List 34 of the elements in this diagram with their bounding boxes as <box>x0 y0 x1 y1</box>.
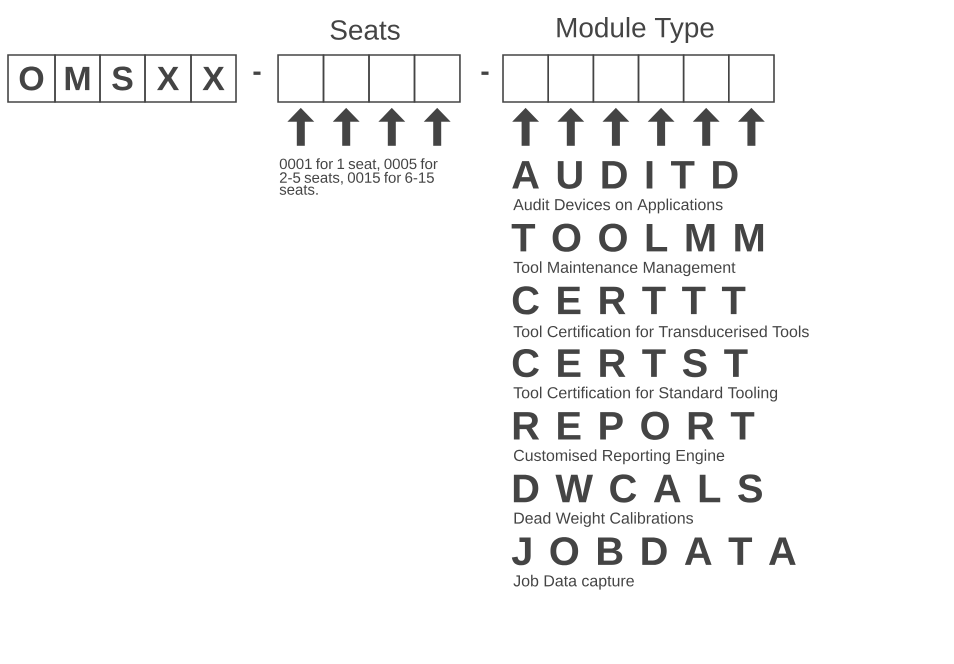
empty-box <box>368 54 416 103</box>
letter-box: S <box>99 54 146 103</box>
module-code: J O B D A T A <box>512 537 796 566</box>
letter-box: M <box>54 54 101 103</box>
heading: Module Type <box>557 17 714 43</box>
empty-box <box>547 54 594 103</box>
module-description: Customised Reporting Engine <box>514 449 724 464</box>
heading: Seats <box>330 20 400 40</box>
module-description: Audit Devices on Applications <box>513 198 723 214</box>
module-description: Job Data capture <box>513 574 634 590</box>
empty-box <box>502 54 549 103</box>
module-code: D W C A L S <box>514 474 762 503</box>
empty-box <box>728 54 775 103</box>
letter-box: X <box>144 54 192 103</box>
separator-dash: - <box>253 72 261 75</box>
module-code: T O O L M M <box>512 224 764 252</box>
separator-dash: - <box>481 72 489 75</box>
module-code: C E R T T T <box>512 286 746 314</box>
empty-box <box>638 54 684 103</box>
letter-box: O <box>7 54 56 103</box>
note: 0001 for 1 seat, 0005 for 2-5 seats, 0015 for 6-15 seats. <box>280 158 438 195</box>
module-code: C E R T S T <box>512 348 748 378</box>
empty-box <box>414 54 461 103</box>
module-code: R E P O R T <box>514 412 754 440</box>
module-description: Tool Certification for Standard Tooling <box>514 386 778 402</box>
module-description: Dead Weight Calibrations <box>514 512 694 527</box>
empty-box <box>682 54 730 103</box>
module-code: A U D I T D <box>512 161 738 189</box>
empty-box <box>277 54 324 103</box>
empty-box <box>322 54 370 103</box>
module-description: Tool Certification for Transducerised Tools <box>514 326 809 338</box>
empty-box <box>592 54 640 103</box>
module-description: Tool Maintenance Management <box>514 261 736 276</box>
letter-box: X <box>190 54 237 103</box>
